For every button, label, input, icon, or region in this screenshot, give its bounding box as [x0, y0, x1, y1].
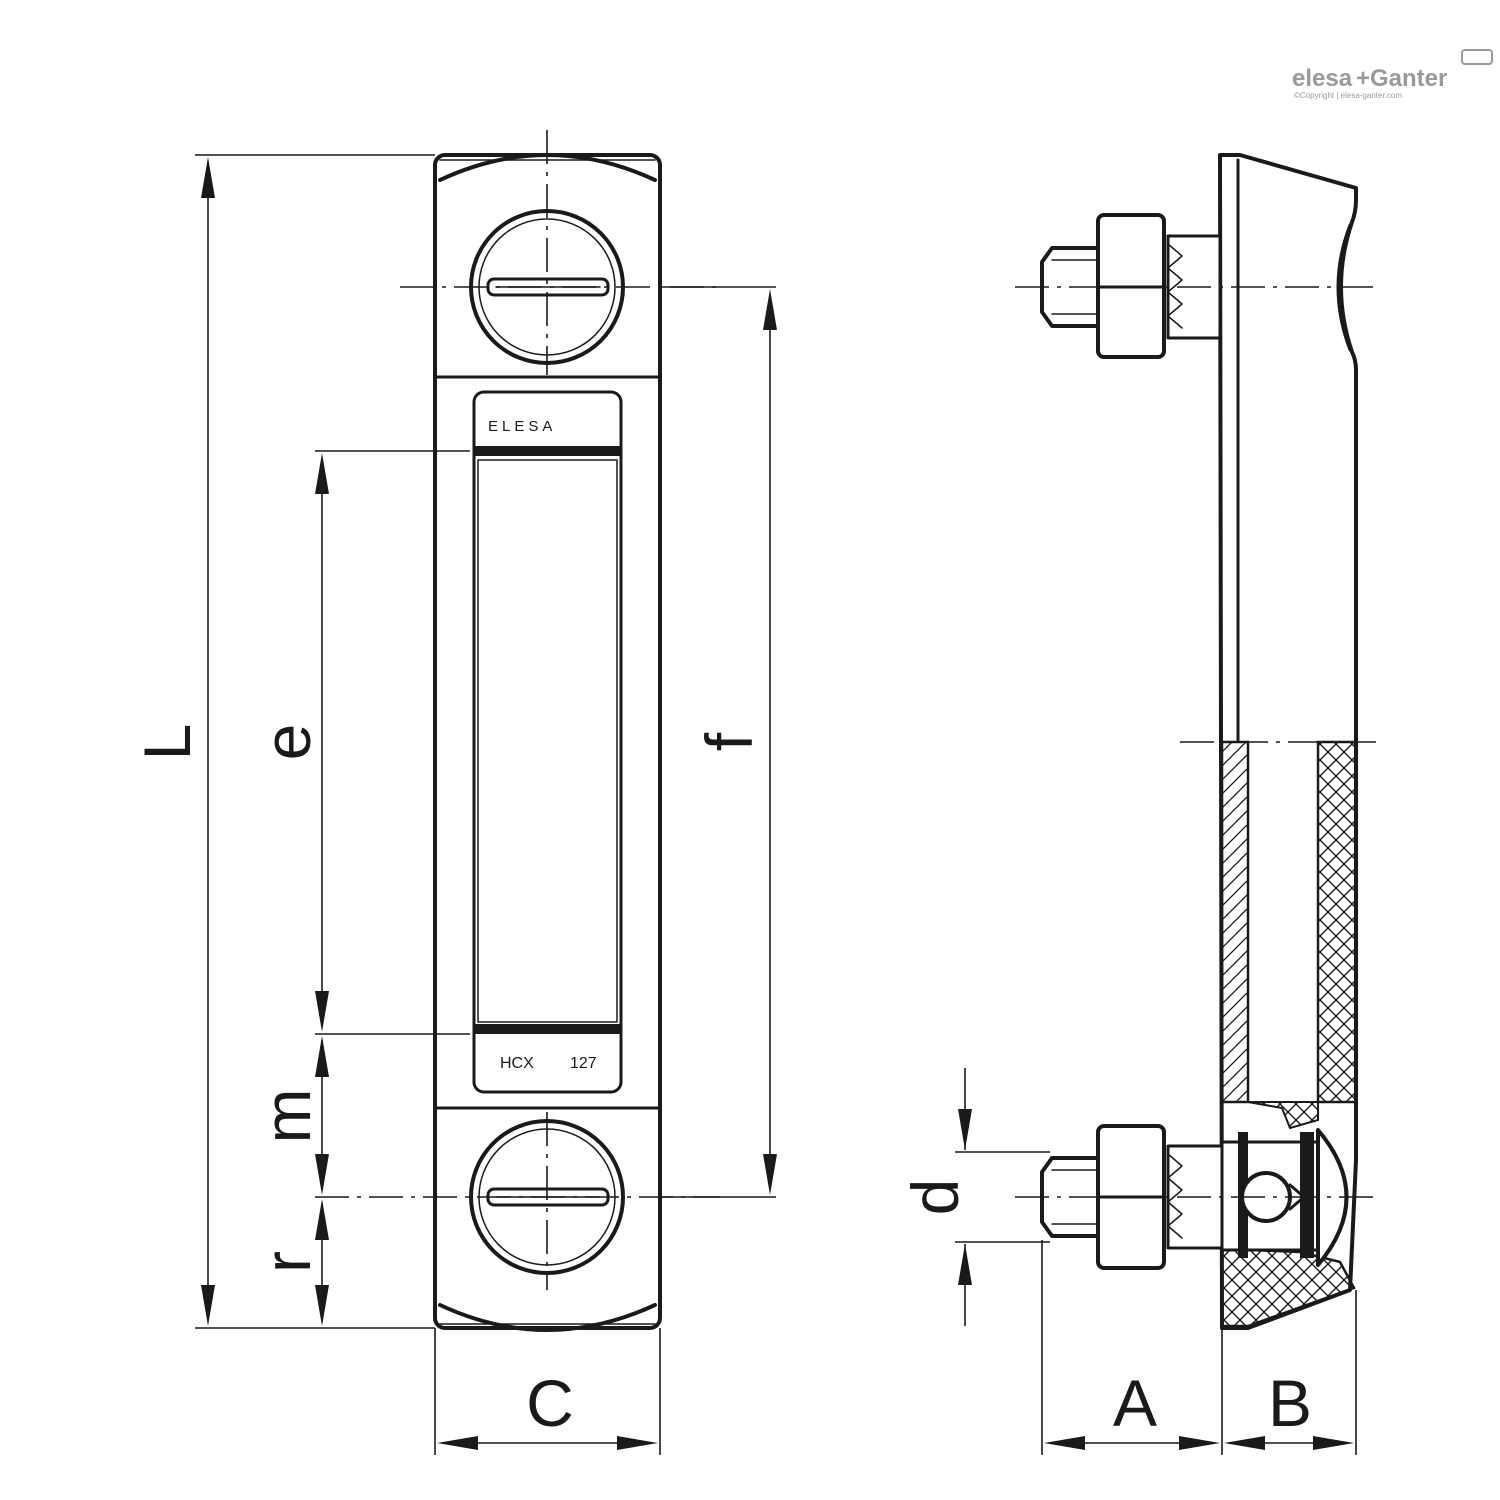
front-bottom-cap	[438, 1303, 657, 1332]
front-top-screw-icon	[469, 209, 625, 365]
side-rear-wall-section	[1316, 740, 1358, 1104]
logo-badge-icon	[1461, 49, 1493, 65]
logo-brand-plus: +	[1356, 65, 1370, 92]
dimension-m-label: m	[250, 1089, 324, 1144]
dimension-L-label: L	[130, 724, 204, 761]
side-front-wall-section	[1220, 740, 1250, 1104]
elesa-ganter-logo: elesa + Ganter ©Copyright | elesa-ganter…	[1292, 49, 1493, 100]
logo-brand-left: elesa	[1292, 65, 1353, 92]
dimension-B-label: B	[1268, 1366, 1312, 1440]
front-dimensions: L e m r f C	[130, 154, 777, 1455]
front-size-label: 127	[570, 1055, 597, 1072]
front-brand-mark: ELESA	[488, 418, 556, 435]
front-min-level-mark	[474, 1024, 621, 1034]
side-lower-section-top	[1247, 1101, 1319, 1130]
front-model-label: HCX	[500, 1055, 534, 1072]
front-sight-glass	[477, 459, 618, 1023]
front-view: ELESA HCX 127	[315, 130, 720, 1332]
dimension-e-label: e	[250, 724, 324, 761]
logo-copyright: ©Copyright | elesa-ganter.com	[1294, 91, 1402, 100]
dimension-r-label: r	[250, 1251, 324, 1273]
logo-brand-right: Ganter	[1370, 65, 1447, 92]
side-top-bolt-icon	[1040, 213, 1222, 359]
side-body-outline	[1218, 153, 1358, 1330]
side-view	[1015, 153, 1380, 1330]
front-sight-frame	[472, 390, 623, 1094]
side-dimensions: d A B	[898, 1068, 1357, 1455]
dimension-f-label: f	[692, 732, 766, 751]
dimension-d-label: d	[898, 1179, 972, 1216]
side-bottom-screw-head-icon	[1316, 1128, 1349, 1267]
side-top-screw-head-icon	[1336, 223, 1352, 352]
front-max-level-mark	[474, 446, 621, 456]
dimension-C-label: C	[526, 1366, 574, 1440]
side-bottom-seal-right	[1300, 1132, 1314, 1258]
dimension-A-label: A	[1113, 1366, 1157, 1440]
